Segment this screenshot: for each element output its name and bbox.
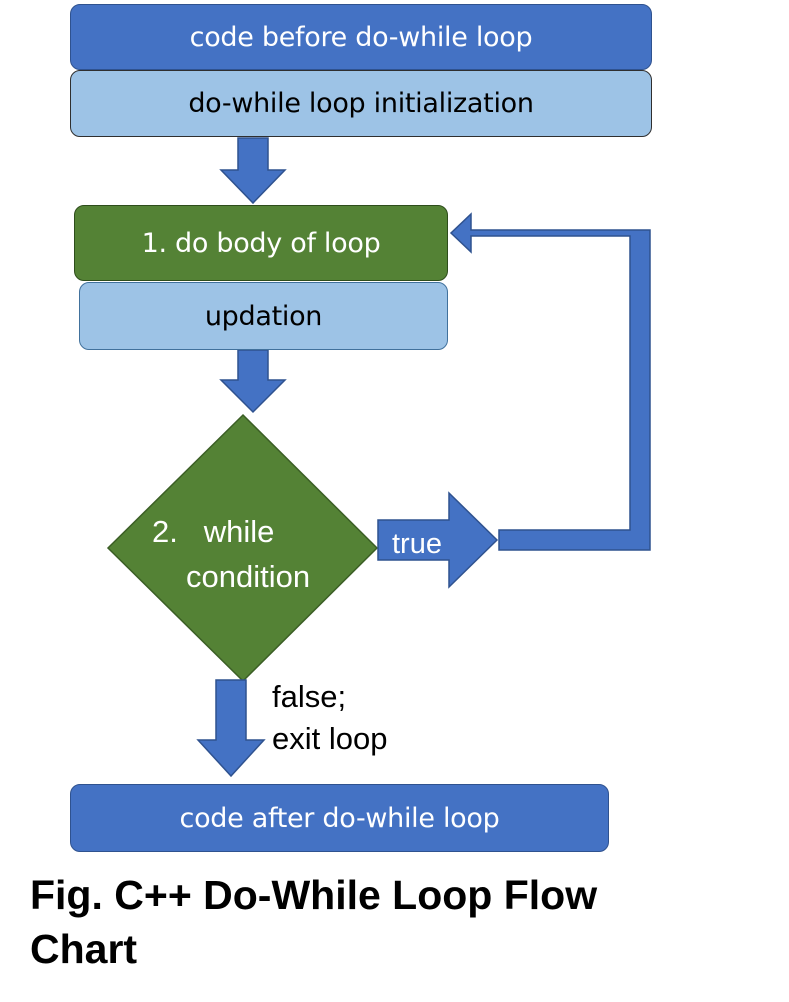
condition-label-line2: condition	[186, 559, 310, 594]
code-after-label: code after do-while loop	[179, 802, 500, 834]
arrow-update-to-condition	[219, 349, 287, 414]
caption-line1: Fig. C++ Do-While Loop Flow	[30, 872, 598, 918]
condition-label-line1: 2. while	[152, 514, 274, 549]
arrow-true	[377, 491, 499, 589]
false-label-line1: false;	[272, 679, 347, 714]
arrow-init-to-body	[219, 137, 287, 205]
updation-label: updation	[204, 300, 323, 332]
initialization-box: do-while loop initialization	[70, 70, 652, 137]
updation-box: updation	[79, 282, 448, 350]
loop-body-label: 1. do body of loop	[141, 227, 381, 259]
loop-back-connector	[449, 212, 651, 551]
true-label: true	[392, 528, 442, 560]
figure-caption: Fig. C++ Do-While Loop Flow Chart	[30, 868, 750, 976]
loop-body-box: 1. do body of loop	[74, 205, 448, 281]
code-before-label: code before do-while loop	[189, 21, 533, 53]
arrow-false	[196, 679, 266, 778]
code-after-box: code after do-while loop	[70, 784, 609, 852]
caption-line2: Chart	[30, 926, 138, 972]
false-label-line2: exit loop	[272, 721, 388, 756]
false-exit-label: false; exit loop	[272, 676, 387, 760]
code-before-box: code before do-while loop	[70, 4, 652, 70]
initialization-label: do-while loop initialization	[188, 88, 534, 119]
